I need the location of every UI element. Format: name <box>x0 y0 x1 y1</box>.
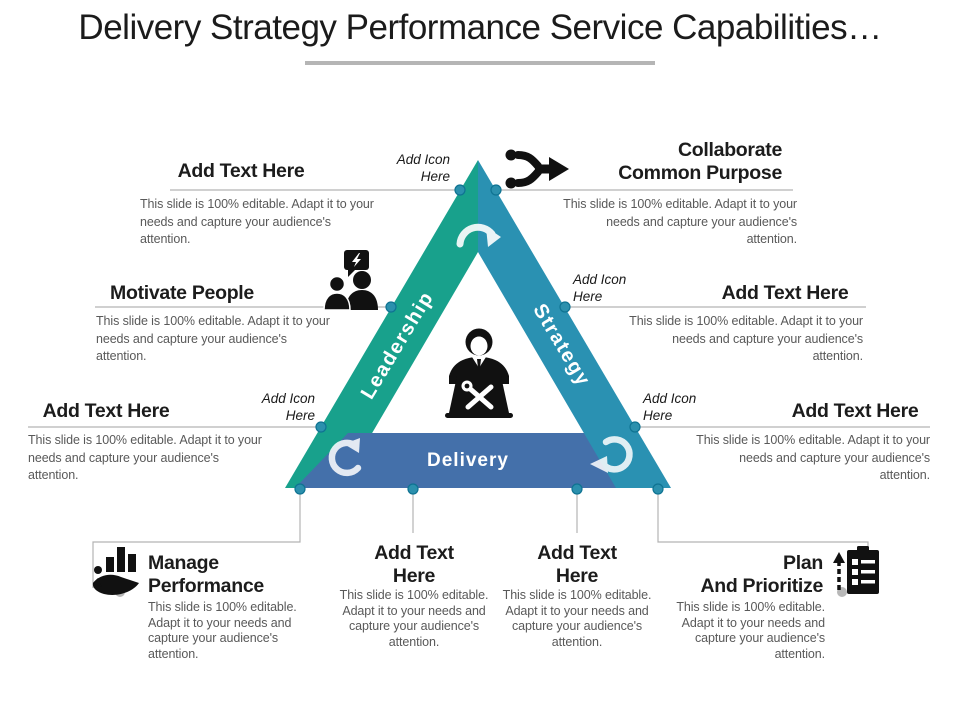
heading-line: Collaborate <box>678 139 782 161</box>
connector-dot <box>454 184 466 196</box>
rotate-arrow-bottom-right-icon <box>590 436 633 473</box>
add-icon-hint: Add Icon Here <box>396 152 450 184</box>
block-body: This slide is 100% editable. Adapt it to… <box>563 197 797 246</box>
connector-dots <box>294 184 664 495</box>
block-heading: Add Text Here <box>339 542 489 588</box>
block-heading: Manage Performance <box>148 552 308 598</box>
block-body: This slide is 100% editable. Adapt it to… <box>339 588 489 649</box>
clipboard-checklist-icon <box>833 546 879 594</box>
delivery-label: Delivery <box>427 450 509 471</box>
connector-dot <box>629 421 641 433</box>
heading-line: Add Text <box>374 542 454 564</box>
rotate-arrow-top-icon <box>456 223 501 248</box>
block-body: This slide is 100% editable. Adapt it to… <box>696 433 930 482</box>
heading-line: Performance <box>148 575 264 597</box>
strategy-band <box>478 160 671 488</box>
block-heading: Add Text Here <box>502 542 652 588</box>
connector-dot <box>385 301 397 313</box>
person-laptop-tools-icon <box>445 328 513 418</box>
block-heading: Plan And Prioritize <box>663 552 823 598</box>
add-icon-hint: Add Icon Here <box>261 391 315 423</box>
block-body: This slide is 100% editable. Adapt it to… <box>502 588 652 649</box>
rotate-arrow-bottom-left-icon <box>328 438 362 477</box>
add-icon-hint: Add Icon Here <box>573 272 627 304</box>
delivery-band <box>295 433 661 488</box>
heading-line: Here <box>392 565 436 587</box>
heading-line: Here <box>555 565 599 587</box>
block-body: This slide is 100% editable. Adapt it to… <box>676 600 825 661</box>
heading-line: And Prioritize <box>700 575 823 597</box>
heading-line: Common Purpose <box>618 162 782 184</box>
block-body: This slide is 100% editable. Adapt it to… <box>96 314 330 363</box>
connector-dot <box>652 483 664 495</box>
block-body: This slide is 100% editable. Adapt it to… <box>629 314 863 363</box>
connector-dot <box>407 483 419 495</box>
block-body: This slide is 100% editable. Adapt it to… <box>148 600 297 661</box>
block-heading: Add Text Here <box>42 400 170 422</box>
connector-dot <box>315 421 327 433</box>
connector-dot <box>571 483 583 495</box>
leadership-band <box>285 160 478 488</box>
connector-elbow-line <box>92 489 301 588</box>
connector-dot <box>559 301 571 313</box>
block-body: This slide is 100% editable. Adapt it to… <box>140 197 374 246</box>
page-title: Delivery Strategy Performance Service Ca… <box>78 8 882 47</box>
block-body: This slide is 100% editable. Adapt it to… <box>28 433 262 482</box>
block-heading: Collaborate Common Purpose <box>560 139 782 185</box>
block-heading: Add Text Here <box>177 160 305 182</box>
connector-dot <box>294 483 306 495</box>
block-heading: Motivate People <box>110 282 254 304</box>
block-heading: Add Text Here <box>721 282 849 304</box>
block-heading: Add Text Here <box>791 400 919 422</box>
heading-line: Manage <box>148 552 219 574</box>
title-underline <box>305 61 655 65</box>
connector-dot <box>490 184 502 196</box>
add-icon-hint: Add Icon Here <box>643 391 697 423</box>
people-lightning-icon <box>323 250 378 310</box>
heading-line: Plan <box>783 552 823 574</box>
hand-bar-chart-icon <box>92 547 139 595</box>
merge-arrows-icon <box>505 149 569 189</box>
heading-line: Add Text <box>537 542 617 564</box>
